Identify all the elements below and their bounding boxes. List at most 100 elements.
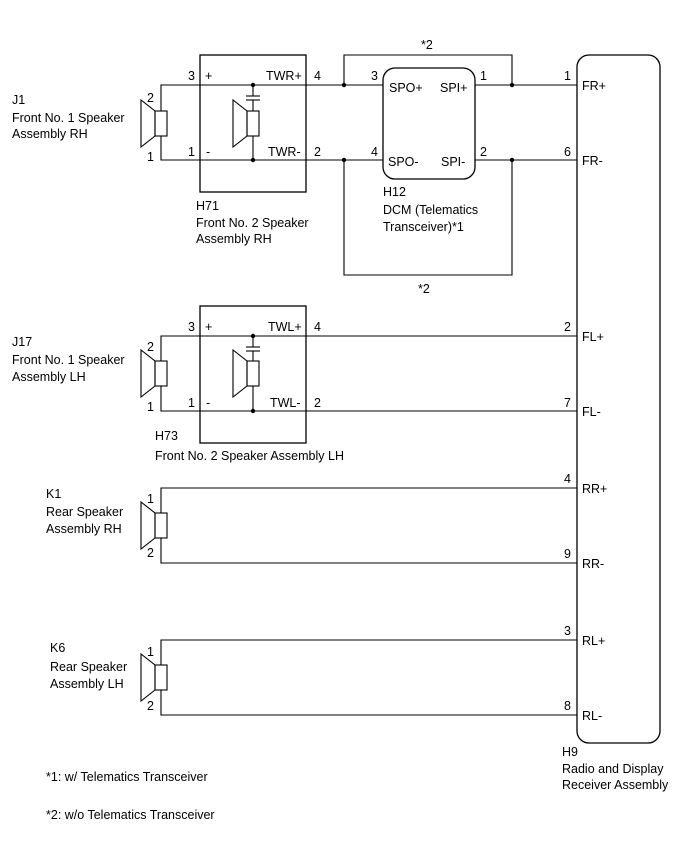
h71-box xyxy=(199,54,307,193)
k1-speaker-icon xyxy=(140,500,168,551)
j1-speaker-icon xyxy=(140,98,168,149)
h9-pin-label: FR+ xyxy=(582,79,606,93)
pin-number: 2 xyxy=(147,91,154,105)
pin-number: 4 xyxy=(314,320,321,334)
junction-dot xyxy=(509,82,515,88)
j1-wire-plus xyxy=(160,84,200,111)
h9-pin-label: FL+ xyxy=(582,330,604,344)
h9-pin-label: RR- xyxy=(582,557,604,571)
h12-dcm-box xyxy=(382,67,476,180)
h9-pin-label: RR+ xyxy=(582,482,607,496)
h71-tweeter-icon xyxy=(232,98,260,149)
polarity-sign: - xyxy=(206,145,210,159)
h9-pin-number: 1 xyxy=(564,69,571,83)
pin-number: 1 xyxy=(147,492,154,506)
k6-name: Rear Speaker xyxy=(50,660,127,674)
front-rh-section xyxy=(140,54,577,276)
h73-tweeter-icon xyxy=(232,348,260,399)
j1-wire-minus xyxy=(160,136,200,161)
pin-number: 2 xyxy=(314,145,321,159)
rl-plus-wire xyxy=(160,639,577,665)
terminal-label: SPO- xyxy=(388,155,419,169)
terminal-label: TWL- xyxy=(270,396,301,410)
h71-id: H71 xyxy=(196,199,219,213)
h71-name: Front No. 2 Speaker xyxy=(196,216,309,230)
footnote: *1: w/ Telematics Transceiver xyxy=(46,770,208,784)
pin-number: 2 xyxy=(147,699,154,713)
h9-name: Receiver Assembly xyxy=(562,778,669,792)
pin-number: 4 xyxy=(371,145,378,159)
h12-name: DCM (Telematics xyxy=(383,203,478,217)
k6-name: Assembly LH xyxy=(50,677,124,691)
terminal-label: TWR- xyxy=(268,145,301,159)
junction-dot xyxy=(250,82,256,88)
pin-number: 3 xyxy=(188,320,195,334)
h9-pin-label: FL- xyxy=(582,405,601,419)
polarity-sign: + xyxy=(205,69,212,83)
h12-id: H12 xyxy=(383,185,406,199)
j17-name: Assembly LH xyxy=(12,370,86,384)
j17-id: J17 xyxy=(12,335,32,349)
h9-id: H9 xyxy=(562,745,578,759)
rear-rh-section xyxy=(140,487,577,564)
bypass-wire-bottom xyxy=(343,160,513,276)
bypass-wire-top xyxy=(343,54,513,85)
h9-pin-number: 2 xyxy=(564,320,571,334)
h9-pin-number: 6 xyxy=(564,145,571,159)
h9-pin-number: 9 xyxy=(564,547,571,561)
pin-number: 4 xyxy=(314,69,321,83)
polarity-sign: + xyxy=(205,320,212,334)
pin-number: 2 xyxy=(147,546,154,560)
rr-plus-wire xyxy=(160,487,577,513)
terminal-label: SPI- xyxy=(441,155,465,169)
h73-id: H73 xyxy=(155,429,178,443)
j17-name: Front No. 1 Speaker xyxy=(12,353,125,367)
rr-minus-wire xyxy=(160,538,577,564)
h9-pin-label: FR- xyxy=(582,154,603,168)
pin-number: 2 xyxy=(147,340,154,354)
j17-wire-plus xyxy=(160,335,200,361)
k6-speaker-icon xyxy=(140,652,168,703)
k1-name: Assembly RH xyxy=(46,522,122,536)
h9-pin-number: 4 xyxy=(564,472,571,486)
rear-lh-section xyxy=(140,639,577,716)
rl-minus-wire xyxy=(160,690,577,716)
pin-number: 1 xyxy=(147,645,154,659)
junction-dot xyxy=(250,157,256,163)
junction-dot xyxy=(341,82,347,88)
h9-pin-label: RL+ xyxy=(582,634,605,648)
h73-name: Front No. 2 Speaker Assembly LH xyxy=(155,449,344,463)
j17-wire-minus xyxy=(160,386,200,412)
h9-name: Radio and Display xyxy=(562,762,664,776)
junction-dot xyxy=(250,333,256,339)
pin-number: 1 xyxy=(147,400,154,414)
bypass-note: *2 xyxy=(418,282,430,296)
pin-number: 1 xyxy=(147,150,154,164)
j17-speaker-icon xyxy=(140,348,168,399)
pin-number: 1 xyxy=(480,69,487,83)
h9-pin-number: 3 xyxy=(564,624,571,638)
pin-number: 1 xyxy=(188,396,195,410)
junction-dot xyxy=(341,157,347,163)
pin-number: 2 xyxy=(314,396,321,410)
pin-number: 1 xyxy=(188,145,195,159)
front-lh-section xyxy=(140,305,577,444)
pin-number: 2 xyxy=(480,145,487,159)
k6-id: K6 xyxy=(50,641,65,655)
pin-number: 3 xyxy=(371,69,378,83)
j1-id: J1 xyxy=(12,93,25,107)
terminal-label: SPO+ xyxy=(389,81,423,95)
h9-pin-number: 8 xyxy=(564,699,571,713)
pin-number: 3 xyxy=(188,69,195,83)
k1-id: K1 xyxy=(46,487,61,501)
bypass-note: *2 xyxy=(421,38,433,52)
h9-receiver-box xyxy=(576,54,661,744)
terminal-label: TWL+ xyxy=(268,320,302,334)
junction-dot xyxy=(509,157,515,163)
junction-dot xyxy=(250,408,256,414)
h9-pin-label: RL- xyxy=(582,709,602,723)
footnote: *2: w/o Telematics Transceiver xyxy=(46,808,215,822)
h73-box xyxy=(199,305,307,444)
h71-name: Assembly RH xyxy=(196,232,272,246)
